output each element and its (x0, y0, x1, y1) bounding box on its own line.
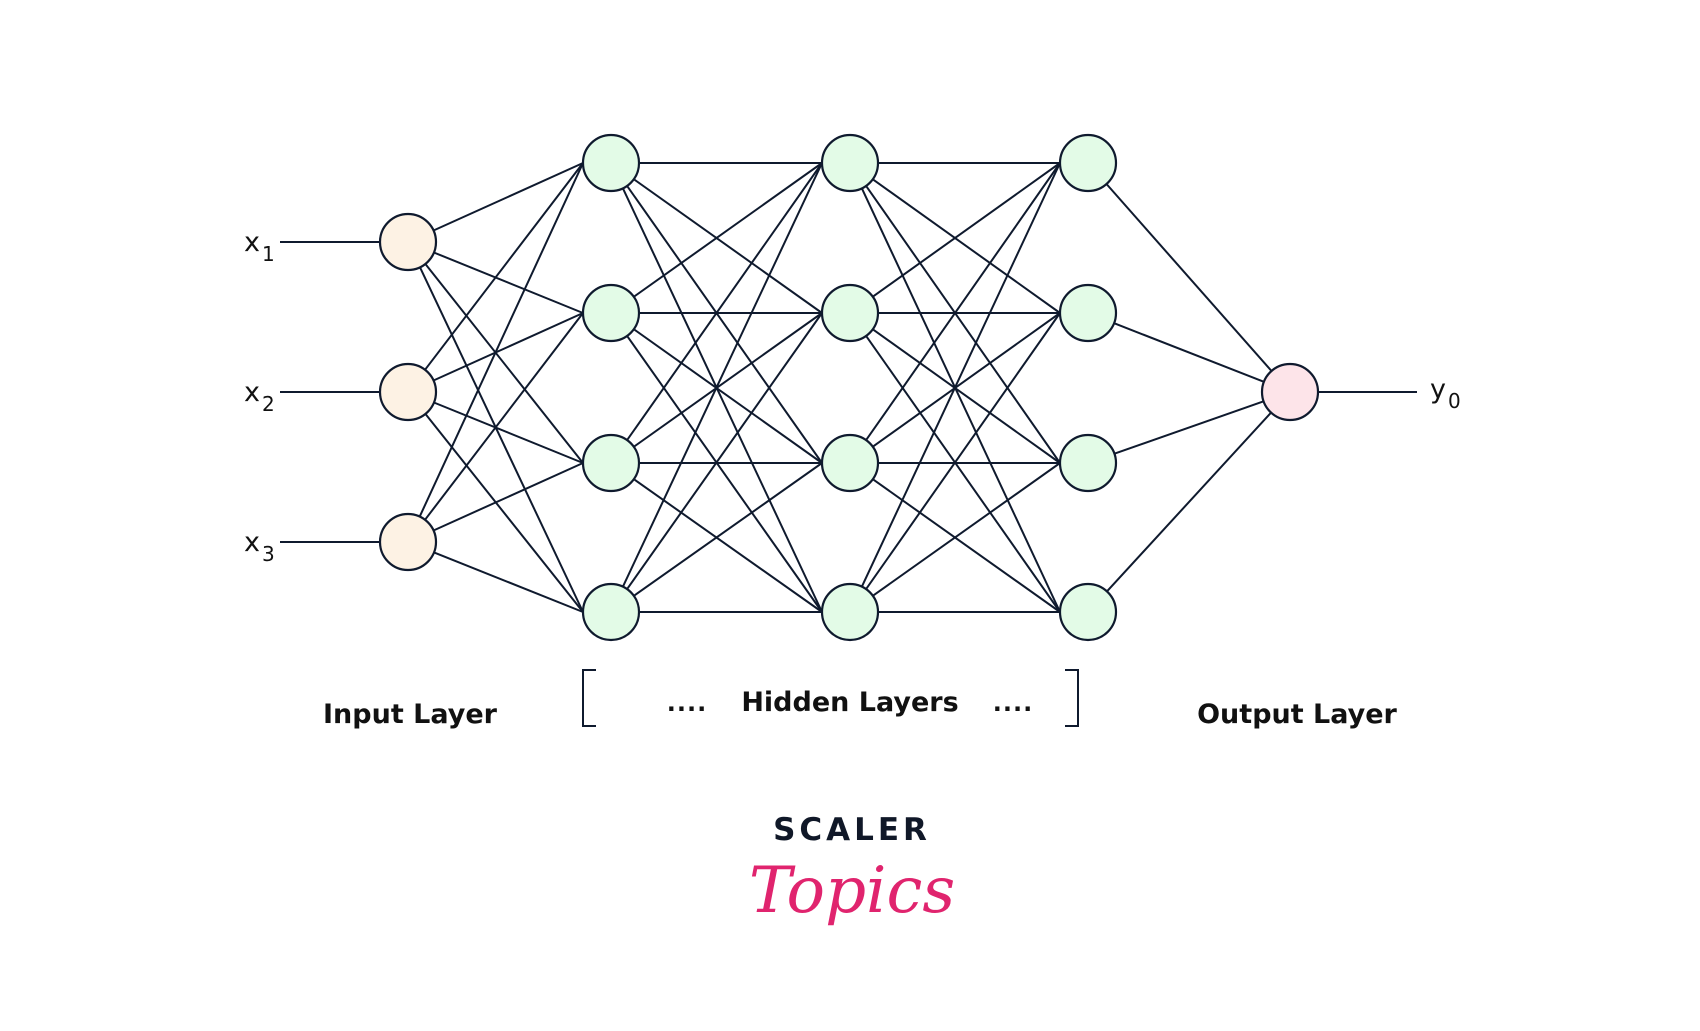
connection-l2-n0-to-l3-n2 (865, 185, 1061, 464)
hidden-layer-2-node-2 (820, 283, 880, 343)
connection-l0-n0-to-l1-n3 (419, 266, 584, 613)
hidden-dots-left: .... (667, 689, 707, 717)
connections (418, 162, 1273, 613)
hidden-layer-3-node-4 (1058, 582, 1118, 642)
connection-l2-n2-to-l3-n1 (872, 312, 1061, 448)
input-layer-label: Input Layer (323, 699, 498, 730)
connection-l2-n3-to-l3-n1 (865, 312, 1061, 590)
connection-l1-n3-to-l2-n1 (626, 312, 823, 590)
connection-l2-n3-to-l3-n2 (872, 462, 1061, 597)
hidden-layers-label: Hidden Layers (741, 687, 958, 718)
connection-l1-n3-to-l2-n0 (621, 162, 823, 588)
hidden-layer-2-node-4 (820, 582, 880, 642)
connection-l1-n3-to-l2-n2 (633, 462, 823, 597)
connection-l1-n1-to-l2-n2 (633, 328, 823, 464)
connection-l0-n2-to-l1-n2 (433, 462, 584, 532)
hidden-layer-1-node-2 (581, 283, 641, 343)
connection-l3-n1-to-l4-n0 (1113, 322, 1265, 383)
right-bracket (1065, 669, 1079, 727)
input-node-2 (378, 362, 438, 422)
connection-l2-n1-to-l3-n2 (872, 328, 1061, 464)
left-bracket (582, 669, 596, 727)
connection-l1-n1-to-l2-n3 (626, 335, 823, 613)
connection-l3-n0-to-l4-n0 (1105, 183, 1273, 372)
hidden-layer-2-node-1 (820, 133, 880, 193)
hidden-layer-3-node-1 (1058, 133, 1118, 193)
logo-topics-text: Topics (749, 854, 955, 928)
connection-l1-n1-to-l2-n0 (633, 162, 823, 298)
scaler-topics-logo: SCALER Topics (749, 812, 955, 928)
connection-l2-n1-to-l3-n0 (872, 162, 1061, 298)
connection-l2-n0-to-l3-n1 (872, 178, 1061, 314)
hidden-layer-3-node-3 (1058, 433, 1118, 493)
connection-l2-n3-to-l3-n0 (860, 162, 1061, 588)
connection-l2-n2-to-l3-n3 (872, 478, 1061, 613)
hidden-dots-right: .... (993, 689, 1033, 717)
connection-l0-n0-to-l1-n2 (424, 263, 584, 464)
connection-l1-n0-to-l2-n3 (621, 187, 823, 613)
connection-l1-n0-to-l2-n2 (626, 185, 823, 464)
connection-l0-n1-to-l1-n0 (424, 162, 584, 371)
hidden-layer-2-node-3 (820, 433, 880, 493)
logo-scaler-text: SCALER (773, 812, 931, 848)
connection-l0-n2-to-l1-n0 (418, 162, 584, 518)
connection-l1-n0-to-l2-n1 (633, 178, 823, 314)
connection-l3-n3-to-l4-n0 (1106, 411, 1272, 593)
input-node-3 (378, 512, 438, 572)
hidden-layer-1-node-4 (581, 582, 641, 642)
hidden-layer-1-node-1 (581, 133, 641, 193)
nodes (378, 133, 1320, 642)
io-lines (280, 241, 1417, 543)
connection-l2-n2-to-l3-n0 (865, 162, 1061, 441)
output-layer-label: Output Layer (1197, 699, 1397, 730)
connection-l2-n0-to-l3-n3 (860, 187, 1061, 613)
connection-l0-n2-to-l1-n1 (424, 312, 584, 521)
output-node (1260, 362, 1320, 422)
hidden-layer-3-node-2 (1058, 283, 1118, 343)
connection-l1-n2-to-l2-n1 (633, 312, 823, 448)
hidden-layer-1-node-3 (581, 433, 641, 493)
connection-l0-n1-to-l1-n2 (433, 401, 584, 464)
connection-l0-n0-to-l1-n0 (433, 162, 584, 232)
connection-l0-n0-to-l1-n1 (433, 251, 584, 314)
connection-l0-n2-to-l1-n3 (433, 551, 584, 613)
connection-l0-n1-to-l1-n1 (433, 312, 584, 382)
connection-l2-n1-to-l3-n3 (865, 335, 1061, 613)
input-node-1 (378, 212, 438, 272)
connection-l3-n2-to-l4-n0 (1114, 400, 1264, 455)
connection-l1-n2-to-l2-n3 (633, 478, 823, 613)
connection-l1-n2-to-l2-n0 (626, 162, 823, 441)
